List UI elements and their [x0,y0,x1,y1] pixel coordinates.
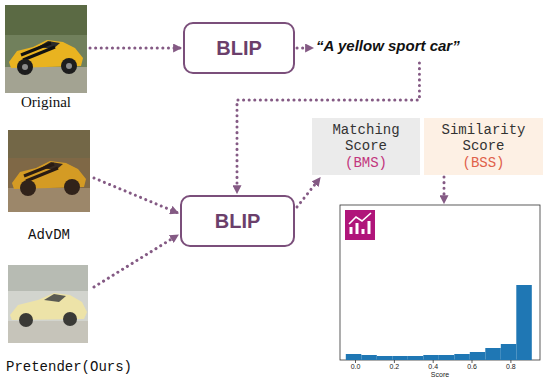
plot-frame [340,205,540,360]
dotted-arrow [90,47,181,50]
dotted-arrow [297,47,313,50]
tick-label: 0.4 [428,363,438,370]
dotted-arrow [237,63,419,193]
bar [423,355,439,360]
node-text: AdvDM [8,227,90,243]
bar [454,354,470,360]
bar [501,344,517,360]
dotted-arrow [94,178,178,213]
car-photo [8,130,90,212]
node-text: Pretender(Ours) [6,359,132,375]
tick-label: 0.8 [506,363,516,370]
car-wheel [19,313,33,327]
dotted-arrow [297,178,320,207]
node-text: Original [0,94,97,111]
tick-marks [356,360,511,363]
car-wheel [63,312,77,326]
bar [470,352,486,360]
histogram-chart: 0.0 0.2 0.4 0.6 0.8Score [325,192,543,382]
node-text: Similarity Score [427,122,540,154]
car-stripe [23,47,55,60]
chart-icon-line [349,213,371,224]
score-box: Similarity Score(BSS) [424,118,543,175]
photo-trees [5,5,87,35]
car-wheel [61,58,77,74]
axis-label: Score [431,371,449,378]
node-text: “A yellow sport car” [316,37,460,54]
chart-icon-bars [351,221,369,234]
car-window [44,294,66,302]
node-text: (BSS) [462,155,504,171]
dotted-arrow [443,177,446,203]
caption-text: “A yellow sport car” [316,37,460,59]
bar [346,354,362,360]
noise-overlay [8,130,90,212]
photo-road [8,321,88,343]
bar [485,348,501,360]
bar [361,355,377,360]
node-text: BLIP [216,37,262,60]
tick-label: 0.6 [467,363,477,370]
car-photo [5,5,87,93]
car-hub [22,64,28,70]
dotted-arrow [94,235,178,287]
photo-ground [5,5,87,93]
bar [408,356,424,360]
bar [392,356,408,360]
bar [516,285,532,360]
car-hub [66,63,72,69]
image-node: Pretender(Ours) [6,265,158,377]
photo-ground [8,265,88,343]
node-text: Matching Score [315,122,417,154]
car-wheel [17,59,33,75]
photo-trees [8,265,88,291]
model-box: BLIP [180,195,295,247]
car-photo [8,265,88,343]
image-node: AdvDM [8,130,90,244]
chart-icon [345,210,375,240]
bar [439,355,455,360]
model-box: BLIP [183,22,295,74]
histogram [340,205,540,363]
score-box: Matching Score(BMS) [312,118,420,175]
image-node: Original [5,5,87,115]
tick-label: 0.0 [351,363,361,370]
photo-ground [8,130,90,212]
node-text: (BMS) [345,155,387,171]
node-text: BLIP [215,210,261,233]
bar [377,356,393,360]
tick-label: 0.2 [390,363,400,370]
